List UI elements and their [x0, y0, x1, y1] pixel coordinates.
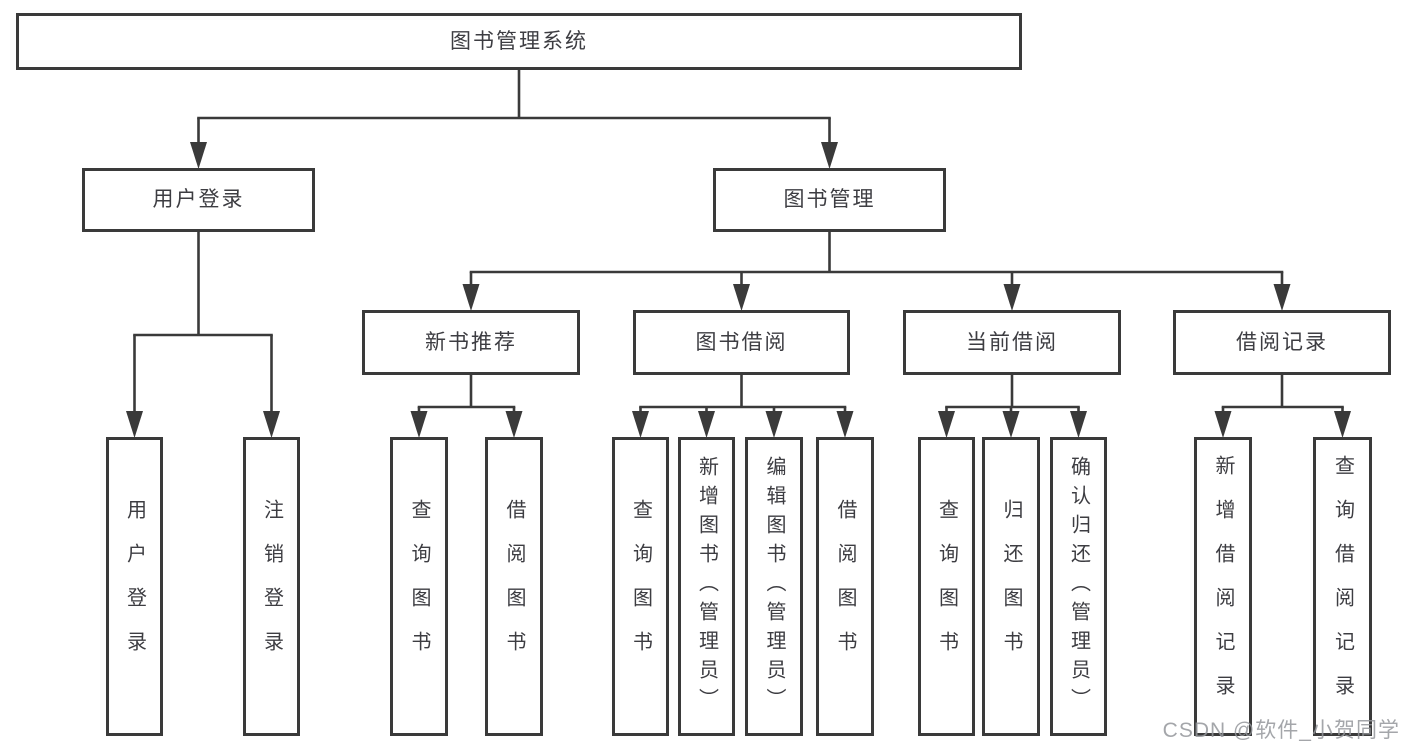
node-v_b1: 借阅图书 — [485, 437, 543, 736]
watermark: CSDN @软件_小贺同学 — [1162, 719, 1400, 742]
node-v_qrec: 查询借阅记录 — [1313, 437, 1372, 736]
node-v_q3: 查询图书 — [918, 437, 975, 736]
node-v_q1: 查询图书 — [390, 437, 448, 736]
node-v_b2: 借阅图书 — [816, 437, 874, 736]
node-v_conf: 确认归还（管理员） — [1050, 437, 1107, 736]
node-borrow: 图书借阅 — [633, 310, 850, 375]
node-v_add: 新增图书（管理员） — [678, 437, 735, 736]
node-v_edit: 编辑图书（管理员） — [745, 437, 803, 736]
node-login: 用户登录 — [82, 168, 315, 232]
node-mgmt: 图书管理 — [713, 168, 946, 232]
node-v_ret: 归还图书 — [982, 437, 1040, 736]
node-root: 图书管理系统 — [16, 13, 1022, 70]
node-v_login: 用户登录 — [106, 437, 163, 736]
node-records: 借阅记录 — [1173, 310, 1391, 375]
node-v_q2: 查询图书 — [612, 437, 669, 736]
node-rec: 新书推荐 — [362, 310, 580, 375]
node-v_addrec: 新增借阅记录 — [1194, 437, 1252, 736]
node-v_logout: 注销登录 — [243, 437, 300, 736]
node-current: 当前借阅 — [903, 310, 1121, 375]
